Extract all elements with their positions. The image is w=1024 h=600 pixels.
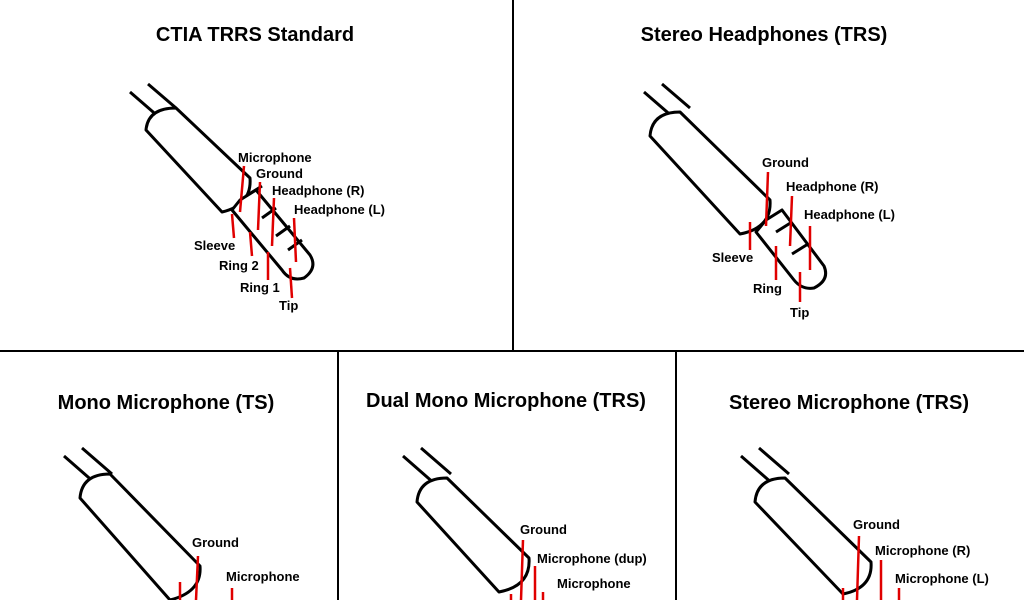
dual-mono-mic-plug-diagram: Ground Microphone (dup) Microphone bbox=[402, 446, 647, 600]
label-tip: Tip bbox=[279, 298, 298, 313]
stereo-headphones-title: Stereo Headphones (TRS) bbox=[640, 24, 888, 46]
ctia-plug-diagram: Microphone Ground Headphone (R) Headphon… bbox=[129, 82, 385, 313]
label-microphone-r: Microphone (R) bbox=[875, 543, 970, 558]
vertical-divider-bottom-right bbox=[675, 351, 677, 600]
ctia-title: CTIA TRRS Standard bbox=[155, 24, 355, 46]
pointer-ground bbox=[855, 535, 861, 600]
label-ground: Ground bbox=[762, 155, 809, 170]
label-microphone: Microphone bbox=[226, 569, 300, 584]
label-microphone-dup: Microphone (dup) bbox=[537, 551, 647, 566]
pointer-headphone-l bbox=[292, 217, 298, 263]
ctia-panel: CTIA TRRS Standard Microphone Ground bbox=[0, 0, 512, 350]
ring-band-tip bbox=[275, 224, 291, 238]
stereo-headphones-plug-diagram: Ground Headphone (R) Headphone (L) Sleev… bbox=[643, 82, 895, 320]
ring-band-1 bbox=[775, 220, 793, 234]
plug-shaft bbox=[754, 208, 828, 290]
label-headphone-r: Headphone (R) bbox=[272, 183, 364, 198]
mono-mic-plug-diagram: Ground Microphone bbox=[63, 446, 300, 600]
stereo-mic-plug-diagram: Ground Microphone (R) Microphone (L) bbox=[740, 446, 989, 600]
pointer-ground bbox=[519, 539, 525, 600]
cable-outline bbox=[402, 446, 452, 486]
label-ring1: Ring 1 bbox=[240, 280, 280, 295]
ring-band-2 bbox=[791, 242, 809, 256]
label-ground: Ground bbox=[192, 535, 239, 550]
mono-mic-title: Mono Microphone (TS) bbox=[57, 392, 275, 414]
label-microphone-l: Microphone (L) bbox=[895, 571, 989, 586]
dual-mono-mic-title: Dual Mono Microphone (TRS) bbox=[366, 390, 646, 412]
label-headphone-r: Headphone (R) bbox=[786, 179, 878, 194]
pointer-ring2 bbox=[248, 231, 254, 257]
label-ring2: Ring 2 bbox=[219, 258, 259, 273]
horizontal-divider bbox=[0, 350, 1024, 352]
stereo-headphones-panel: Stereo Headphones (TRS) Ground Headphone… bbox=[514, 0, 1024, 350]
label-ground: Ground bbox=[520, 522, 567, 537]
label-tip: Tip bbox=[790, 305, 809, 320]
label-sleeve: Sleeve bbox=[712, 250, 753, 265]
plug-body bbox=[78, 472, 202, 600]
label-microphone: Microphone bbox=[238, 150, 312, 165]
plug-body bbox=[648, 110, 772, 236]
plug-body bbox=[144, 106, 252, 214]
stereo-mic-panel: Stereo Microphone (TRS) Ground Microphon… bbox=[677, 352, 1024, 600]
label-microphone: Microphone bbox=[557, 576, 631, 591]
pointer-microphone bbox=[238, 165, 246, 213]
label-sleeve: Sleeve bbox=[194, 238, 235, 253]
label-ground: Ground bbox=[256, 166, 303, 181]
stereo-mic-title: Stereo Microphone (TRS) bbox=[728, 392, 969, 414]
vertical-divider-top bbox=[512, 0, 514, 351]
plug-body bbox=[415, 476, 531, 594]
cable-outline bbox=[740, 446, 790, 486]
pointer-headphone-r bbox=[270, 197, 276, 247]
pointer-ground bbox=[764, 171, 770, 227]
label-headphone-l: Headphone (L) bbox=[294, 202, 385, 217]
vertical-divider-bottom-left bbox=[337, 351, 339, 600]
pointer-ground bbox=[256, 181, 262, 231]
pointer-ground bbox=[194, 555, 200, 600]
label-headphone-l: Headphone (L) bbox=[804, 207, 895, 222]
pointer-sleeve bbox=[230, 213, 236, 239]
label-ring: Ring bbox=[753, 281, 782, 296]
dual-mono-mic-panel: Dual Mono Microphone (TRS) Ground Microp… bbox=[339, 352, 675, 600]
pointer-tip bbox=[288, 267, 294, 299]
pointer-headphone-r bbox=[788, 195, 794, 247]
plug-body bbox=[753, 476, 873, 596]
mono-mic-panel: Mono Microphone (TS) Ground Microphone bbox=[0, 352, 337, 600]
label-ground: Ground bbox=[853, 517, 900, 532]
